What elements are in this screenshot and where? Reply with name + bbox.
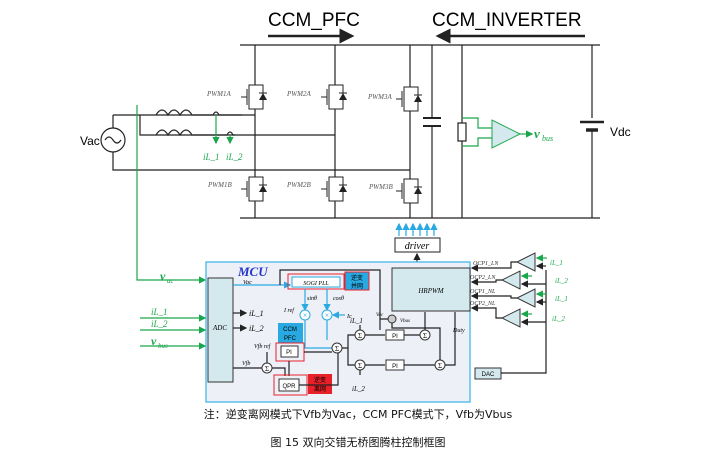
vfb-ref-label: Vfb ref: [254, 343, 272, 350]
switch-label: PWM2A: [286, 90, 311, 98]
hrpwm-box: [391, 267, 471, 312]
input-vbus-label: v: [151, 334, 157, 348]
switch-label: PWM1A: [206, 90, 231, 98]
ccm-pfc-tag-2: PFC: [284, 336, 297, 342]
switch-label: PWM3B: [368, 183, 393, 191]
hrpwm-label: HRPWM: [417, 287, 444, 295]
ccm-pfc-label: CCM_PFC: [268, 10, 360, 31]
svg-text:×: ×: [303, 311, 308, 320]
pi-block-phase2: PI: [392, 364, 398, 370]
switch-label: PWM1B: [207, 181, 232, 189]
comp-input-label: iL_1: [555, 295, 568, 303]
ccm-pfc-tag: CCM: [283, 327, 297, 333]
vbus-subscript: bus: [542, 134, 553, 143]
ic-label: Ic: [346, 314, 352, 320]
adc-out-il1: iL_1: [249, 309, 264, 318]
il1-feedback-label: iL_1: [350, 317, 363, 325]
sum-node: Σ: [438, 362, 442, 370]
bus-sense-amplifier: [491, 119, 522, 149]
iref-label: I ref: [283, 307, 295, 314]
comp-input-label: iL_2: [552, 315, 565, 323]
vac-label: Vac: [80, 134, 100, 148]
mcu-title: MCU: [237, 264, 268, 279]
ocp1-nl-label: OCP1_NL: [470, 289, 496, 295]
comparator-icon: [500, 308, 521, 328]
vbus-label: v: [534, 126, 540, 141]
il2-current-label: iL_2: [226, 152, 243, 162]
mosfet-icon: [321, 84, 347, 110]
grid-tied-label-2: 并网: [351, 282, 363, 290]
cos-label: cosθ: [333, 296, 344, 302]
resistor: [457, 122, 467, 142]
vdc-label: Vdc: [610, 125, 631, 139]
pi-block-voltage: PI: [286, 350, 292, 356]
ocp-comparators: OCP1_LN OCP2_LN OCP1_NL OCP2_NL iL_1 iL_…: [470, 252, 568, 374]
adc-out-il2: iL_2: [249, 324, 264, 333]
sogi-pll-block: SOGI PLL: [303, 281, 329, 287]
input-il1-label: iL_1: [151, 307, 168, 317]
ff-vbus-label: Vbus: [400, 319, 410, 324]
qpr-block: QPR: [282, 384, 296, 390]
input-vbus-sub: bus: [158, 342, 168, 350]
power-stage: Vdc v bus Vac iL_1 iL_2 PWM1A PWM2A PWM3…: [80, 44, 631, 219]
driver-label: driver: [405, 241, 430, 252]
mosfet-icon: [241, 176, 267, 202]
ocp2-nl-label: OCP2_NL: [470, 301, 496, 307]
mosfet-icon: [241, 84, 267, 110]
pi-block-phase1: PI: [392, 334, 398, 340]
sum-node: Σ: [423, 332, 427, 340]
comp-input-label: iL_1: [550, 259, 563, 267]
mosfet-icon: [396, 178, 422, 204]
ac-source-icon: [100, 127, 126, 153]
control-loop: iL_1 iL_2 Vac SOGI PLL 逆变 并网 sinθ cosθ ×…: [233, 269, 465, 396]
comp-input-label: iL_2: [555, 277, 568, 285]
input-vac-sub: ac: [167, 277, 175, 285]
comparator-icon: [515, 288, 536, 308]
driver-block: driver: [394, 222, 441, 262]
diagram-note: 注：逆变离网模式下Vfb为Vac，CCM PFC模式下，Vfb为Vbus: [203, 408, 513, 421]
inductor-1: [155, 109, 213, 117]
mosfet-icon: [396, 86, 422, 112]
inductor-2: [155, 129, 227, 137]
sum-node: Σ: [265, 365, 269, 373]
switch-label: PWM2B: [286, 181, 311, 189]
figure-caption: 图 15 双向交错无桥图腾柱控制框图: [270, 436, 446, 449]
mosfet-icon: [321, 176, 347, 202]
adc-label: ADC: [212, 324, 227, 332]
input-vac-label: v: [160, 269, 166, 283]
comparator-icon: [500, 270, 521, 290]
duty-label: Duty: [452, 328, 465, 334]
sin-label: sinθ: [307, 296, 317, 302]
sum-node: Σ: [358, 332, 362, 340]
sum-node: Σ: [358, 362, 362, 370]
ocp1-ln-label: OCP1_LN: [473, 261, 499, 267]
vfb-label: Vfb: [242, 360, 250, 367]
off-grid-tag-2: 离网: [314, 385, 326, 393]
input-il2-label: iL_2: [151, 319, 168, 329]
ocp2-ln-label: OCP2_LN: [470, 275, 496, 281]
comparator-icon: [515, 252, 536, 272]
vac-signal-label: Vac: [243, 280, 252, 286]
dac-label: DAC: [482, 372, 495, 378]
ccm-inverter-label: CCM_INVERTER: [432, 10, 582, 31]
ff-vac-label: Vac: [376, 313, 384, 318]
adc-box: [207, 277, 234, 383]
svg-text:×: ×: [325, 311, 330, 320]
switch-label: PWM3A: [367, 93, 392, 101]
il2-feedback-label: iL_2: [352, 385, 365, 393]
off-grid-tag: 逆变: [314, 376, 326, 384]
grid-tied-label: 逆变: [351, 274, 363, 282]
il1-current-label: iL_1: [203, 152, 220, 162]
sum-node: Σ: [335, 345, 339, 353]
